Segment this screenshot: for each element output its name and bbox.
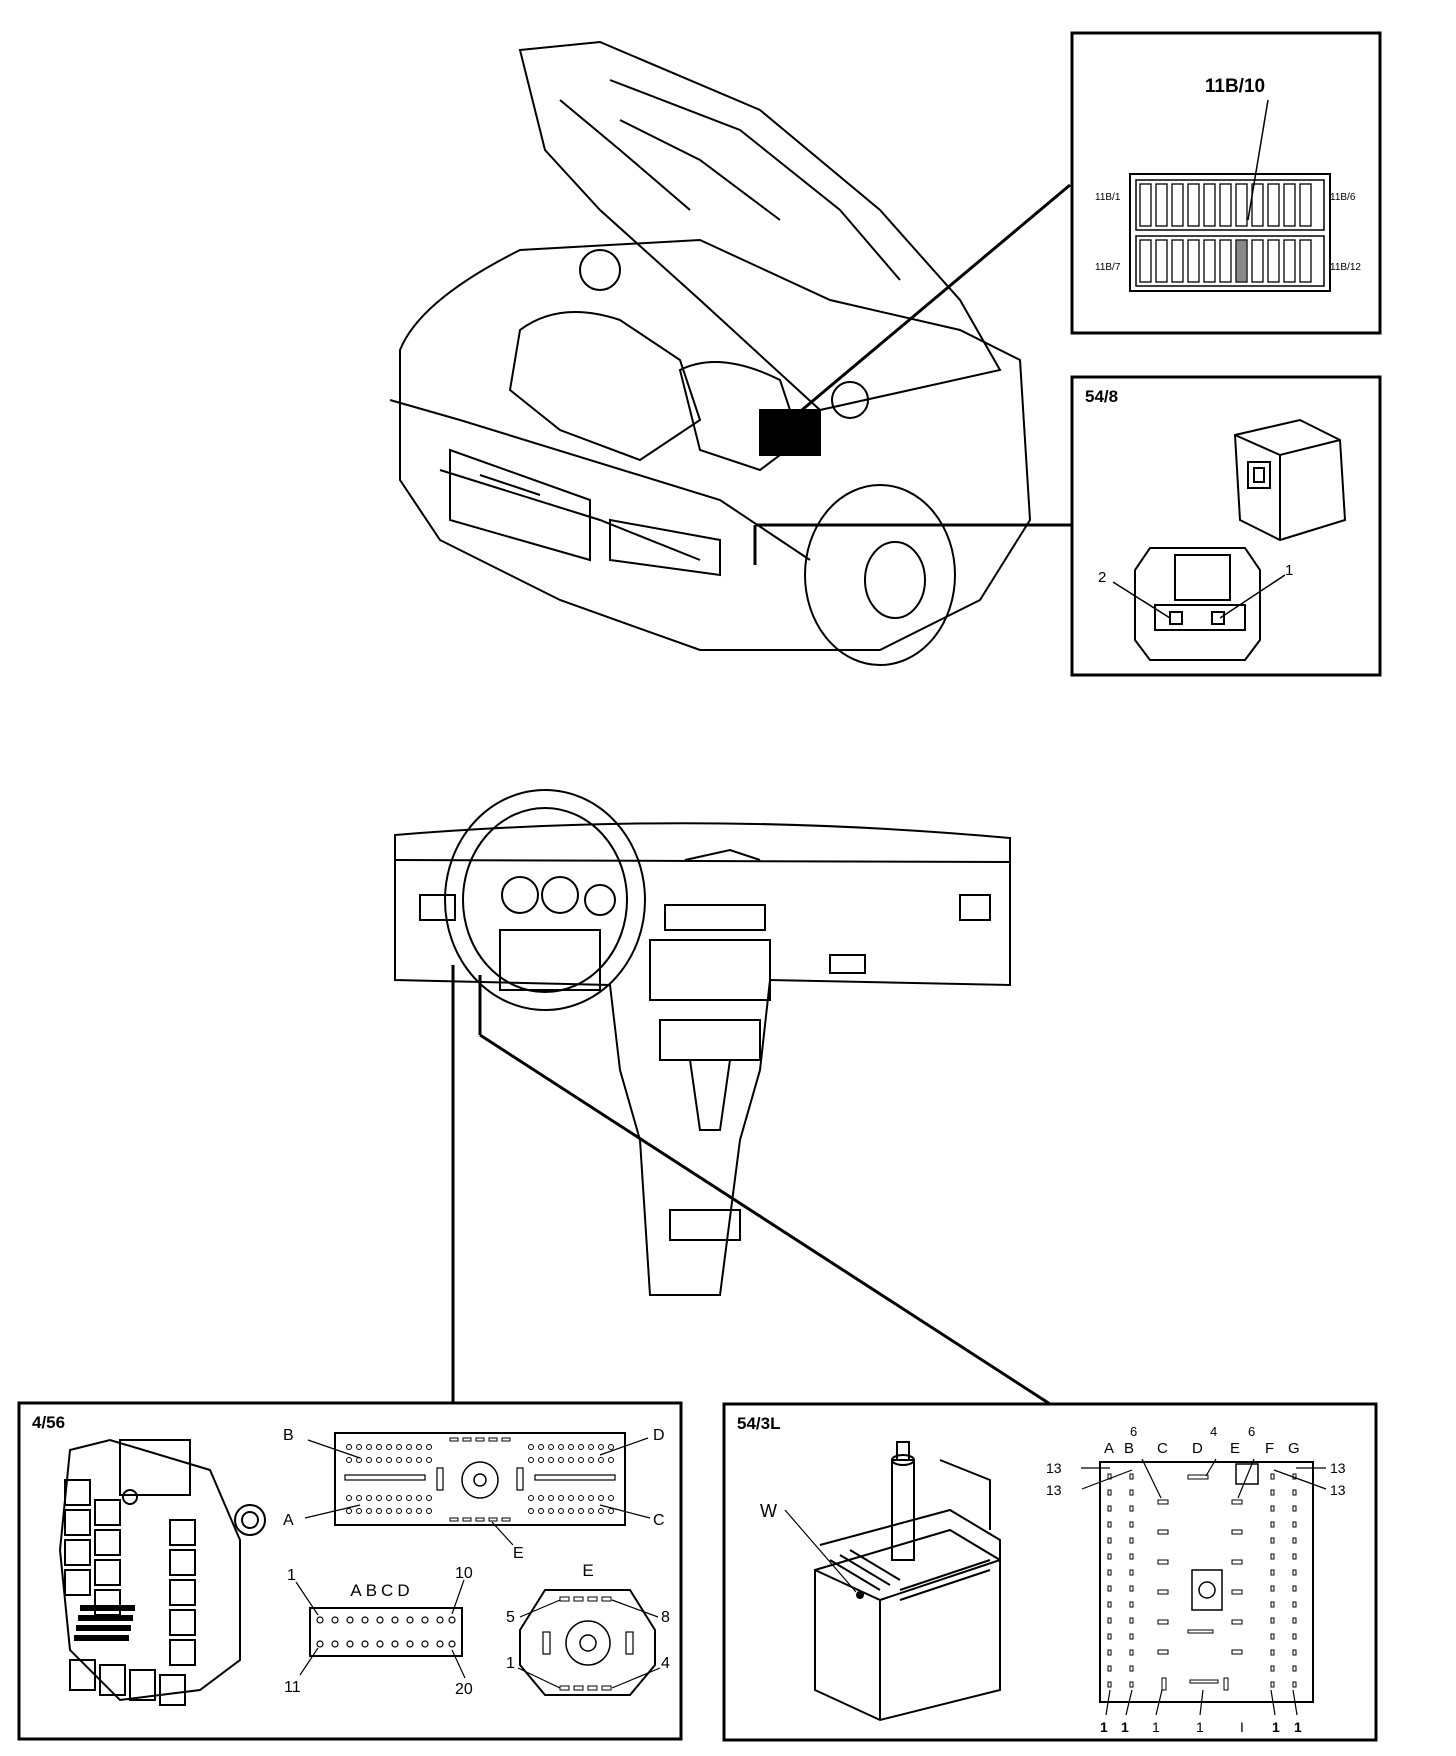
connector-4-56-pins-a [346, 1495, 432, 1514]
connector-54-8-title: 54/8 [1085, 387, 1118, 406]
connector-54-3l-face [1081, 1458, 1327, 1716]
fuse-label-11b-7: 11B/7 [1095, 262, 1121, 273]
connector-4-56-label-d: D [653, 1427, 665, 1444]
connector-e-pin-8: 8 [661, 1609, 670, 1626]
fuse-box-panel: 11B/10 11B/1 [1070, 31, 1382, 335]
connector-4-56-face [334, 1432, 626, 1526]
connector-e-pin-5: 5 [506, 1609, 515, 1626]
connector-54-3l-pin-13-d: 13 [1330, 1482, 1346, 1498]
connector-abcd-pin-10: 10 [455, 1565, 473, 1582]
connector-abcd-pins [316, 1616, 456, 1648]
module-54-3l-panel: 54/3L W [722, 1402, 1378, 1742]
connector-e-pin-4: 4 [661, 1655, 670, 1672]
connector-54-3l-bottom-1-b: 1 [1121, 1719, 1129, 1735]
connector-54-3l-right-pins [1270, 1473, 1297, 1688]
connector-54-3l-col-c: C [1157, 1440, 1168, 1457]
connector-4-56-label-c: C [653, 1512, 665, 1529]
fuse-row-top [1139, 183, 1312, 227]
fuse-label-11b-12: 11B/12 [1330, 262, 1361, 273]
car-front-illustration [389, 40, 1032, 666]
connector-54-3l-col-f: F [1265, 1440, 1274, 1457]
dashboard-illustration [394, 789, 1011, 1296]
connector-54-3l-col-d: D [1192, 1440, 1203, 1457]
relay-block-wire-stack [74, 1605, 135, 1641]
connector-54-3l-bottom-1-f: 1 [1272, 1719, 1280, 1735]
fuse-label-11b-1: 11B/1 [1095, 192, 1121, 203]
connector-e-pin-1: 1 [506, 1655, 515, 1672]
fuse-label-11b-6: 11B/6 [1330, 192, 1356, 203]
leader-line-54-3l [479, 1033, 1051, 1406]
connector-e: E 5 8 1 4 [506, 1561, 670, 1696]
connector-54-3l-pin-13-a: 13 [1046, 1460, 1062, 1476]
connector-54-3l-pin-13-b: 13 [1046, 1482, 1062, 1498]
connector-54-3l-col-g: G [1288, 1440, 1300, 1457]
module-54-3l-title: 54/3L [737, 1414, 780, 1433]
connector-54-3l-pin-13-c: 13 [1330, 1460, 1346, 1476]
module-54-3l-illustration [814, 1441, 1001, 1722]
connector-4-56-pins-d [528, 1444, 614, 1463]
connector-54-3l-bottom-1-g: 1 [1294, 1719, 1302, 1735]
connector-54-3l-col-e: E [1230, 1440, 1240, 1457]
connector-4-56-label-e: E [513, 1545, 524, 1562]
connector-54-3l-center-pins [1157, 1474, 1243, 1691]
connector-54-3l-pin-4: 4 [1210, 1424, 1217, 1439]
connector-4-56-label-b: B [283, 1427, 294, 1444]
module-54-3l-w-label: W [760, 1501, 777, 1521]
connector-e-pins [559, 1596, 612, 1691]
connector-4-56-pins-b [346, 1444, 432, 1463]
connector-4-56-label-a: A [283, 1512, 294, 1529]
connector-54-3l-bottom-1-c: 1 [1152, 1719, 1160, 1735]
connector-e-header: E [582, 1561, 593, 1580]
connector-54-3l-left-pins [1107, 1473, 1134, 1688]
fuse-row-bottom [1139, 239, 1312, 283]
connector-abcd-pin-20: 20 [455, 1681, 473, 1698]
leader-line-fuse-box [789, 183, 1071, 422]
connector-4-56-pins-c [528, 1495, 614, 1514]
connector-54-8-panel: 54/8 2 1 [1070, 375, 1382, 677]
connector-54-8-pin-1: 1 [1285, 562, 1293, 579]
module-4-56-panel: 4/56 [17, 1401, 683, 1741]
module-4-56-title: 4/56 [32, 1413, 65, 1432]
connector-54-3l-bottom-1-a: 1 [1100, 1719, 1108, 1735]
connector-abcd-pin-11: 11 [284, 1679, 301, 1696]
connector-54-3l-bottom-1-d: 1 [1196, 1719, 1204, 1735]
connector-54-3l-pin-6-right: 6 [1248, 1424, 1255, 1439]
fuse-box-title: 11B/10 [1205, 76, 1265, 97]
connector-54-8-front-view [1134, 547, 1261, 661]
connector-54-3l-bottom-1-e: I [1240, 1719, 1244, 1735]
connector-54-8-pin-2: 2 [1098, 569, 1106, 586]
relay-block-illustration [58, 1438, 266, 1706]
connector-54-3l-pin-6-left: 6 [1130, 1424, 1137, 1439]
connector-abcd-pin-1: 1 [287, 1567, 296, 1584]
connector-abcd: ABCD 1 10 11 20 [284, 1565, 473, 1698]
connector-4-56-pins-e [449, 1437, 511, 1522]
fuse-holder [1129, 173, 1331, 292]
connector-54-3l-col-a: A [1104, 1440, 1114, 1457]
connector-abcd-header: ABCD [350, 1581, 413, 1600]
connector-54-3l-col-b: B [1124, 1440, 1134, 1457]
connector-54-8-3d [1233, 418, 1347, 542]
